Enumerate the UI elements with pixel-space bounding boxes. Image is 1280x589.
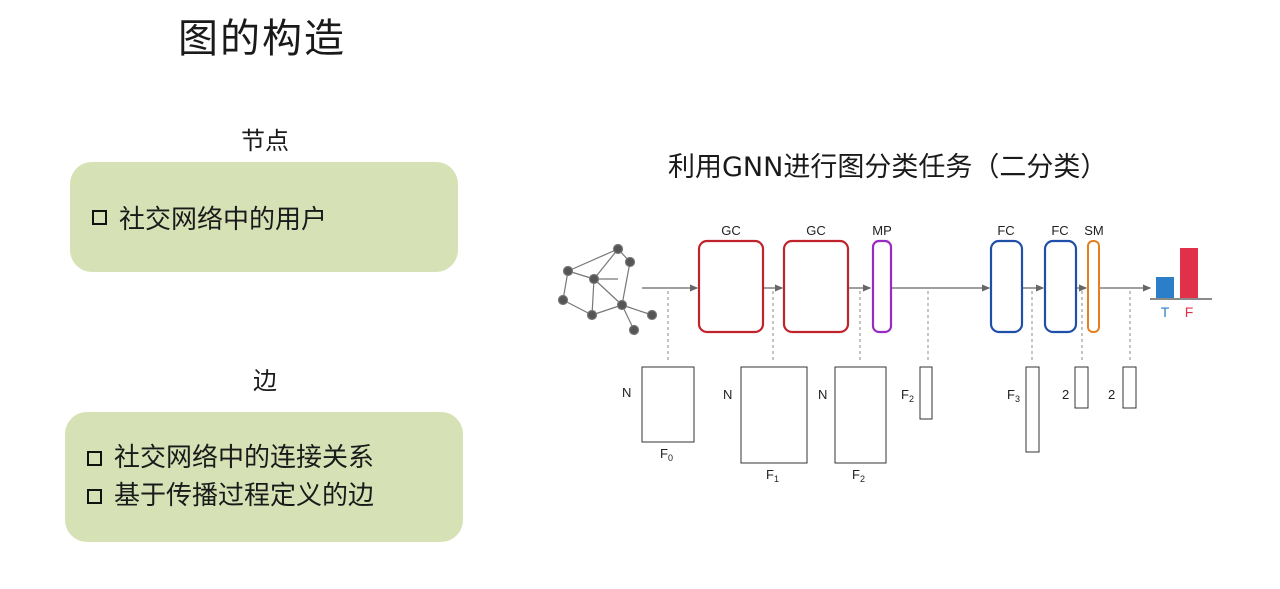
gc-layer-2 <box>782 239 850 334</box>
layer-label: SM <box>1084 223 1104 238</box>
layer-label: GC <box>806 223 826 238</box>
output-bar-f <box>1180 248 1198 298</box>
layer-label: MP <box>872 223 892 238</box>
dim-label-f1: F1 <box>766 467 779 484</box>
fc-layer-1 <box>989 239 1024 334</box>
dashed-connectors <box>667 291 1131 362</box>
fc-layer-2 <box>1043 239 1078 334</box>
edges-box: 社交网络中的连接关系 基于传播过程定义的边 <box>65 412 463 542</box>
output-bar-t <box>1156 277 1174 298</box>
edges-heading: 边 <box>253 367 277 395</box>
feature-matrix-f2 <box>834 366 887 464</box>
gc-layer-1 <box>697 239 765 334</box>
dim-label-f2-pooled: F2 <box>901 387 914 404</box>
layer-label: FC <box>1051 223 1068 238</box>
layer-label: GC <box>721 223 741 238</box>
edges-item: 社交网络中的连接关系 <box>87 439 463 477</box>
slide-title: 图的构造 <box>178 16 346 62</box>
softmax-vector-2 <box>1122 366 1137 409</box>
dim-label-n: N <box>818 387 827 402</box>
dim-label-n: N <box>622 385 631 400</box>
input-graph-icon <box>557 243 658 336</box>
dim-label-n: N <box>723 387 732 402</box>
feature-matrix-f0 <box>641 366 695 443</box>
edges-item-text: 基于传播过程定义的边 <box>114 481 375 511</box>
sm-layer <box>1087 240 1100 333</box>
dim-label-two: 2 <box>1062 387 1069 402</box>
nodes-item-text: 社交网络中的用户 <box>119 204 328 235</box>
feature-matrix-f1 <box>740 366 808 464</box>
dim-label-f3: F3 <box>1007 387 1020 404</box>
edges-item: 基于传播过程定义的边 <box>87 477 463 515</box>
nodes-box: 社交网络中的用户 <box>70 162 458 272</box>
nodes-item: 社交网络中的用户 <box>92 199 458 236</box>
dim-label-f2: F2 <box>852 467 865 484</box>
mp-layer <box>871 239 893 334</box>
output-label-f: F <box>1185 304 1194 320</box>
gnn-pipeline-diagram: GC GC MP FC FC SM T F N N N 2 2 F0 F1 F2… <box>557 223 1212 484</box>
fc-vector-f3 <box>1025 366 1040 453</box>
pooled-vector-f2 <box>919 366 933 420</box>
checkbox-icon <box>92 209 107 225</box>
checkbox-icon <box>87 488 102 504</box>
layer-label: FC <box>997 223 1014 238</box>
checkbox-icon <box>87 450 102 466</box>
diagram-title: 利用GNN进行图分类任务（二分类） <box>668 152 1108 183</box>
dim-label-two: 2 <box>1108 387 1115 402</box>
edges-item-text: 社交网络中的连接关系 <box>114 443 375 473</box>
output-label-t: T <box>1161 304 1170 320</box>
dim-label-f0: F0 <box>660 446 673 463</box>
fc-vector-2 <box>1074 366 1089 409</box>
nodes-heading: 节点 <box>241 127 289 155</box>
